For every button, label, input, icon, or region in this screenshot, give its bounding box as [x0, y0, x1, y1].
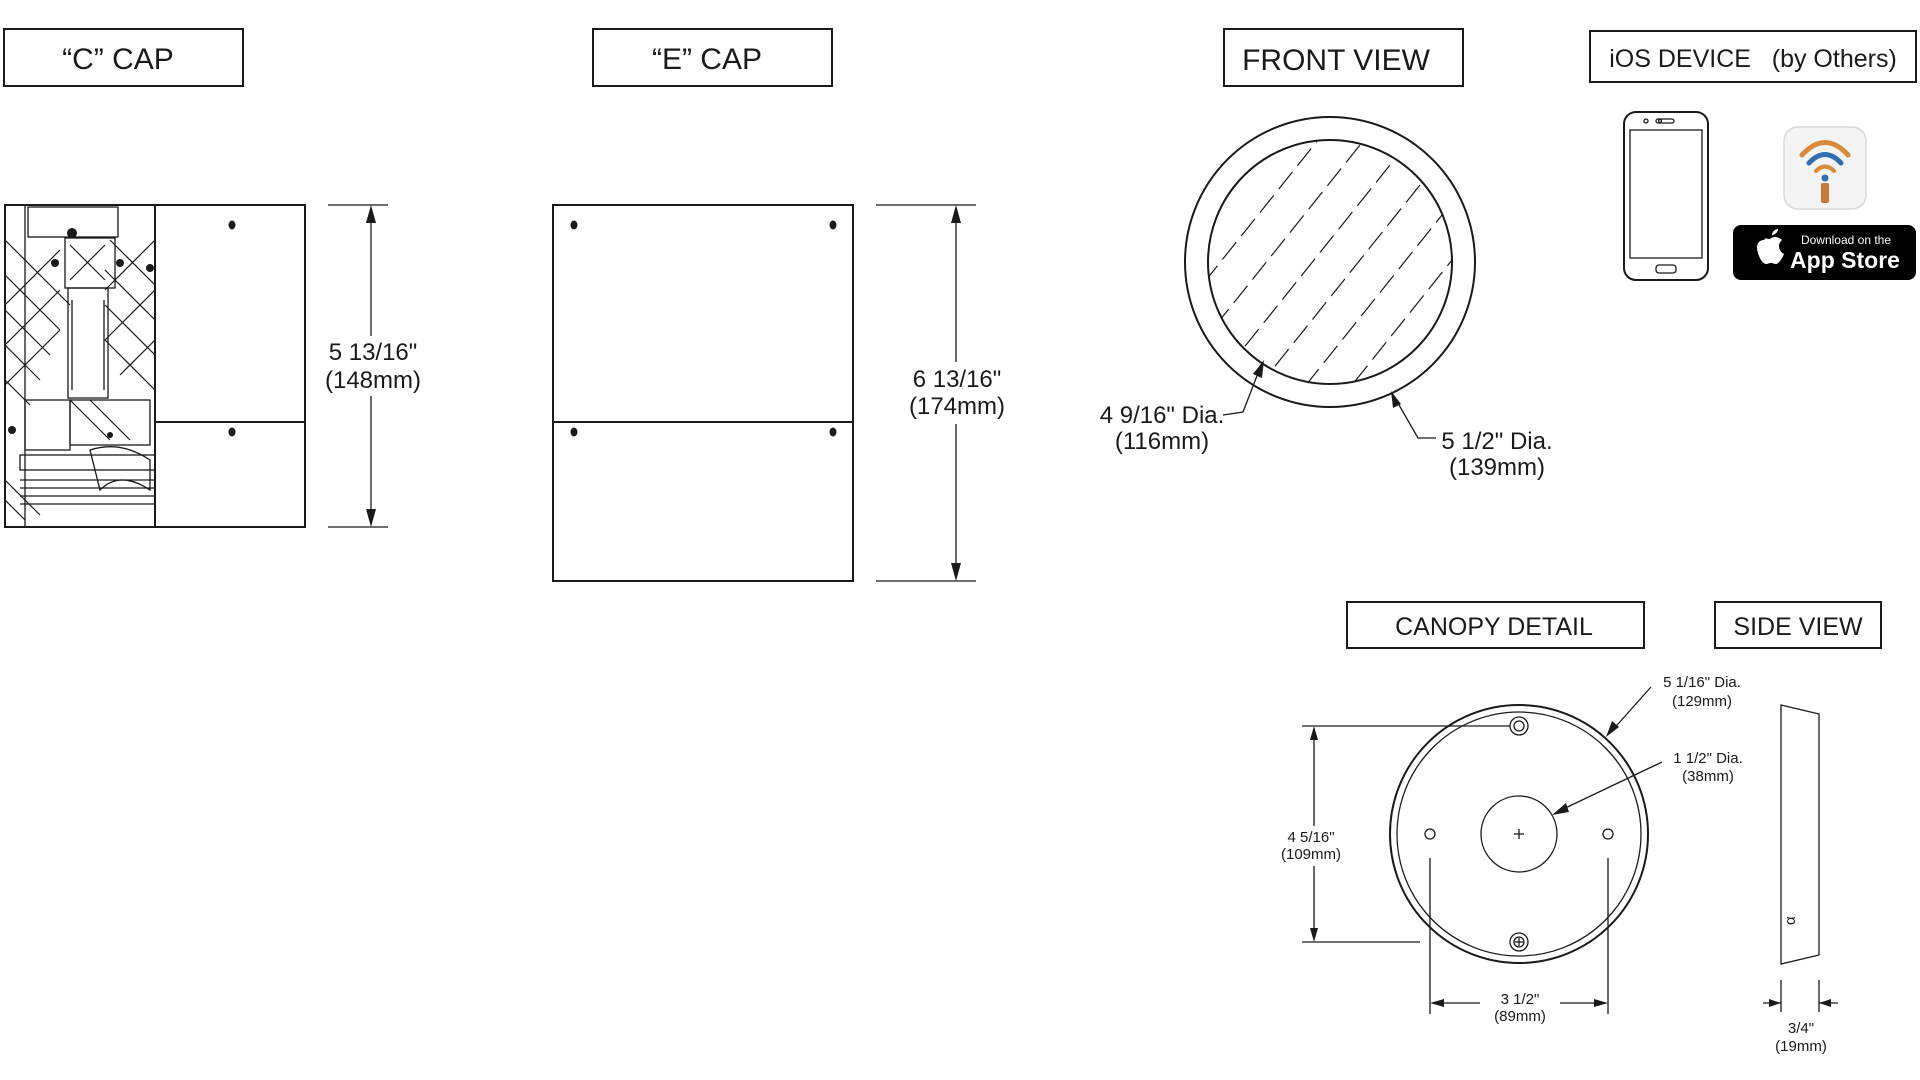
front-view-title: FRONT VIEW: [1223, 28, 1464, 87]
canopy-outer-diameter-callout: 5 1/16" Dia. (129mm): [1606, 674, 1741, 737]
svg-text:(19mm): (19mm): [1775, 1038, 1827, 1055]
e-cap-height-dimension: 6 13/16" (174mm): [876, 204, 1012, 582]
e-cap-title: “E” CAP: [592, 28, 833, 87]
svg-text:Download on the: Download on the: [1801, 233, 1891, 247]
c-cap-section-drawing: [4, 204, 306, 528]
ios-device-title: iOS DEVICE (by Others): [1589, 30, 1917, 83]
svg-text:(89mm): (89mm): [1494, 1008, 1546, 1025]
svg-text:(174mm): (174mm): [909, 393, 1005, 420]
svg-text:(109mm): (109mm): [1281, 846, 1341, 863]
svg-text:“C” CAP: “C” CAP: [62, 43, 174, 76]
side-view-width-dimension: 3/4" (19mm): [1763, 980, 1838, 1055]
svg-text:CANOPY DETAIL: CANOPY DETAIL: [1395, 613, 1593, 641]
svg-text:App Store: App Store: [1790, 247, 1900, 273]
svg-text:(129mm): (129mm): [1672, 693, 1732, 710]
svg-text:4 5/16": 4 5/16": [1287, 829, 1334, 846]
svg-text:(116mm): (116mm): [1115, 428, 1209, 455]
svg-text:5 1/2" Dia.: 5 1/2" Dia.: [1441, 428, 1552, 455]
phone-icon: [1623, 111, 1709, 281]
canopy-detail-drawing: [1389, 704, 1649, 964]
c-cap-height-dimension: 5 13/16" (148mm): [320, 204, 422, 528]
svg-text:4 9/16" Dia.: 4 9/16" Dia.: [1100, 402, 1225, 429]
c-cap-title: “C” CAP: [3, 28, 244, 87]
svg-text:6 13/16": 6 13/16": [913, 366, 1002, 393]
e-cap-drawing: [552, 204, 854, 582]
svg-text:5 1/16" Dia.: 5 1/16" Dia.: [1663, 674, 1741, 691]
svg-text:FRONT VIEW: FRONT VIEW: [1242, 44, 1430, 77]
front-view-outer-diameter: 5 1/2" Dia. (139mm): [1391, 391, 1553, 481]
svg-text:α: α: [1782, 916, 1799, 925]
svg-text:(139mm): (139mm): [1449, 454, 1545, 481]
svg-text:3/4": 3/4": [1788, 1020, 1814, 1037]
svg-text:“E” CAP: “E” CAP: [652, 43, 762, 76]
apple-logo-icon: [1757, 229, 1784, 264]
app-store-badge[interactable]: Download on the App Store: [1733, 225, 1916, 280]
side-view-drawing: α: [1780, 704, 1820, 965]
svg-text:(38mm): (38mm): [1682, 768, 1734, 785]
front-view-inner-diameter: 4 9/16" Dia. (116mm): [1100, 360, 1264, 455]
canopy-detail-title: CANOPY DETAIL: [1346, 601, 1645, 649]
svg-text:3 1/2": 3 1/2": [1501, 991, 1540, 1008]
canopy-vertical-dimension: 4 5/16" (109mm): [1272, 725, 1510, 943]
svg-text:SIDE VIEW: SIDE VIEW: [1733, 613, 1863, 641]
svg-text:1 1/2" Dia.: 1 1/2" Dia.: [1673, 750, 1743, 767]
canopy-hole-diameter-callout: 1 1/2" Dia. (38mm): [1552, 750, 1743, 815]
wifi-app-icon: [1783, 126, 1867, 210]
svg-text:(148mm): (148mm): [325, 367, 421, 394]
canopy-horizontal-dimension: 3 1/2" (89mm): [1429, 858, 1609, 1026]
svg-text:iOS DEVICE (by Others): iOS DEVICE (by Others): [1609, 45, 1897, 73]
side-view-title: SIDE VIEW: [1714, 601, 1882, 649]
svg-text:5 13/16": 5 13/16": [329, 339, 418, 366]
